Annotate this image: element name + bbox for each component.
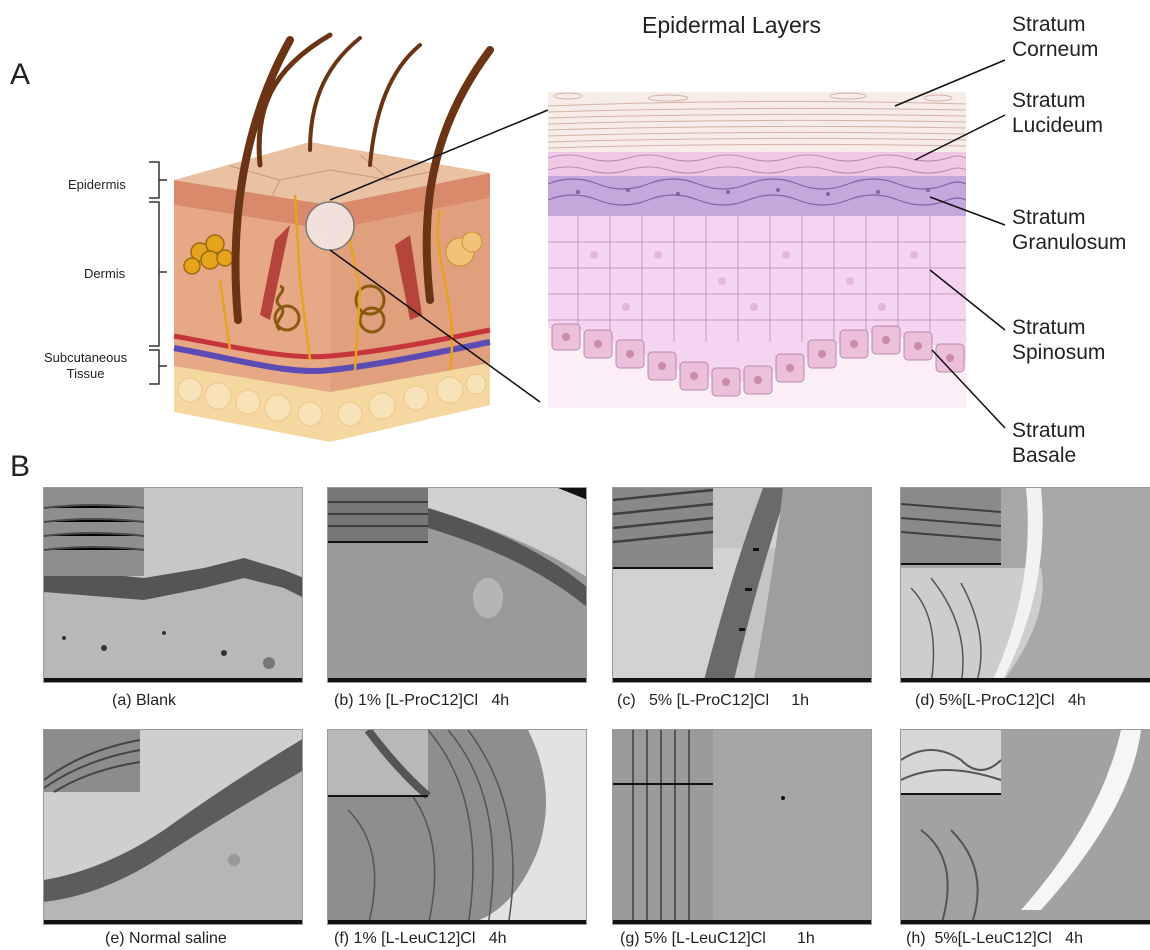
micrograph-d <box>900 487 1150 683</box>
layer-label-granulosum-line2: Granulosum <box>1012 230 1126 255</box>
layer-label-granulosum: Stratum Granulosum <box>1012 205 1126 255</box>
micrograph-c-caption: (c) 5% [L-ProC12]Cl 1h <box>617 692 809 710</box>
layer-label-spinosum: Stratum Spinosum <box>1012 315 1105 365</box>
micrograph-h-caption: (h) 5%[L-LeuC12]Cl 4h <box>906 930 1083 948</box>
layer-label-basale-line2: Basale <box>1012 443 1086 468</box>
micrograph-e-caption: (e) Normal saline <box>105 930 227 948</box>
layer-label-corneum-line1: Stratum <box>1012 12 1098 37</box>
micrograph-b-caption: (b) 1% [L-ProC12]Cl 4h <box>334 692 509 710</box>
micrograph-e <box>43 729 303 925</box>
layer-label-corneum: Stratum Corneum <box>1012 12 1098 62</box>
micrograph-d-caption: (d) 5%[L-ProC12]Cl 4h <box>915 692 1086 710</box>
layer-label-lucideum: Stratum Lucideum <box>1012 88 1103 138</box>
micrograph-g <box>612 729 872 925</box>
layer-leader-lines <box>0 0 1150 470</box>
layer-label-granulosum-line1: Stratum <box>1012 205 1126 230</box>
panel-b-letter: B <box>10 450 30 484</box>
micrograph-a <box>43 487 303 683</box>
layer-label-basale: Stratum Basale <box>1012 418 1086 468</box>
layer-label-spinosum-line2: Spinosum <box>1012 340 1105 365</box>
micrograph-g-caption: (g) 5% [L-LeuC12]Cl 1h <box>620 930 815 948</box>
layer-label-lucideum-line2: Lucideum <box>1012 113 1103 138</box>
layer-label-basale-line1: Stratum <box>1012 418 1086 443</box>
micrograph-a-caption: (a) Blank <box>112 692 176 710</box>
micrograph-f <box>327 729 587 925</box>
micrograph-f-caption: (f) 1% [L-LeuC12]Cl 4h <box>334 930 507 948</box>
layer-label-lucideum-line1: Stratum <box>1012 88 1103 113</box>
micrograph-h <box>900 729 1150 925</box>
micrograph-c <box>612 487 872 683</box>
layer-label-spinosum-line1: Stratum <box>1012 315 1105 340</box>
layer-label-corneum-line2: Corneum <box>1012 37 1098 62</box>
micrograph-b <box>327 487 587 683</box>
